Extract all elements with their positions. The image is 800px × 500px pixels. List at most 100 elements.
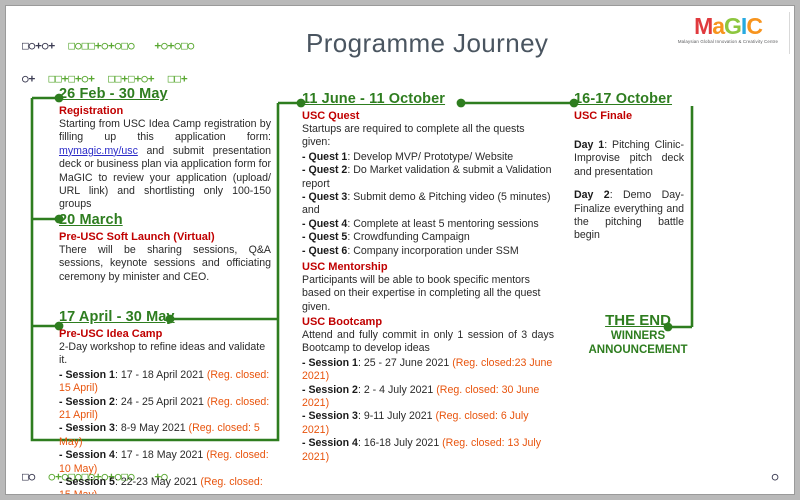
list-item-dates: : Company incorporation under SSM — [347, 244, 519, 257]
list-item: - Session 2: 2 - 4 July 2021 (Reg. close… — [302, 384, 554, 411]
list-item-label: - Session 3 — [302, 410, 358, 423]
list-item-label: - Session 4 — [302, 437, 358, 450]
node-registration: 26 Feb - 30 May Registration Starting fr… — [59, 86, 271, 212]
list-item-dates: : 2 - 4 July 2021 — [357, 383, 437, 396]
logo-divider — [789, 12, 790, 54]
list-item: - Session 4: 16-18 July 2021 (Reg. close… — [302, 437, 554, 464]
mentorship-heading: USC Mentorship — [302, 261, 388, 273]
finale-day2-text: : Demo Day- Finalize everything and the … — [574, 189, 684, 242]
list-item-label: - Session 5 — [59, 476, 115, 489]
registration-body-part1: Starting from USC Idea Camp registration… — [59, 118, 271, 144]
list-item-registration-closed: (Reg. closed: 15 May) — [59, 476, 263, 494]
list-item: - Session 1: 25 - 27 June 2021 (Reg. clo… — [302, 357, 554, 384]
soft-launch-heading: Pre-USC Soft Launch (Virtual) — [59, 231, 215, 243]
list-item-dates: : Crowdfunding Campaign — [347, 231, 470, 244]
registration-heading: Registration — [59, 105, 124, 117]
list-item-registration-closed: (Reg. closed: 15 April) — [59, 368, 270, 395]
idea-camp-intro: 2-Day workshop to refine ideas and valid… — [59, 341, 266, 367]
list-item-dates: : 16-18 July 2021 — [357, 437, 443, 450]
list-item: - Quest 5: Crowdfunding Campaign — [302, 231, 552, 244]
list-item: - Session 3: 9-11 July 2021 (Reg. closed… — [302, 410, 554, 437]
finale-spacer — [574, 179, 684, 188]
list-item-dates: : 9-11 July 2021 — [357, 410, 436, 423]
logo-letter-c: C — [746, 13, 763, 39]
logo-tagline: Malaysian Global Innovation & Creativity… — [677, 39, 779, 44]
list-item: - Quest 2: Do Market validation & submit… — [302, 164, 552, 191]
list-item-registration-closed: (Reg. closed: 6 July 2021) — [302, 410, 529, 436]
node-mentorship: USC Mentorship Participants will be able… — [302, 258, 552, 314]
list-item-label: - Quest 2 — [302, 164, 348, 177]
list-item-label: - Quest 3 — [302, 191, 348, 204]
list-item-registration-closed: (Reg. closed: 21 April) — [59, 395, 270, 422]
the-end-title: THE END — [605, 312, 671, 329]
idea-camp-session-list: - Session 1: 17 - 18 April 2021 (Reg. cl… — [59, 369, 274, 494]
finale-heading: USC Finale — [574, 110, 633, 122]
list-item-label: - Quest 4 — [302, 217, 348, 230]
list-item-registration-closed: (Reg. closed:23 June 2021) — [302, 356, 553, 383]
soft-launch-body: There will be sharing sessions, Q&A sess… — [59, 244, 271, 283]
list-item: - Quest 6: Company incorporation under S… — [302, 245, 552, 258]
logo-letter-g: G — [724, 13, 742, 39]
list-item-dates: : Develop MVP/ Prototype/ Website — [347, 150, 514, 163]
list-item-label: - Quest 1 — [302, 150, 348, 163]
finale-date: 16-17 October — [574, 91, 673, 107]
node-soft-launch: 20 March Pre-USC Soft Launch (Virtual) T… — [59, 212, 271, 284]
list-item-dates: : Submit demo & Pitching video (5 minute… — [302, 191, 551, 217]
decorative-pattern-bottom-left: □○ ○+○□○□○+○+○□○ +○ ○+□□□+□+○ □□□+□+○+□□… — [22, 470, 168, 483]
list-item-registration-closed: (Reg. closed: 5 May) — [59, 422, 260, 448]
logo-letter-a: a — [712, 13, 725, 39]
list-item-label: - Session 4 — [59, 449, 115, 462]
page-title: Programme Journey — [306, 28, 549, 58]
list-item-registration-closed: (Reg. closed: 10 May) — [59, 449, 269, 475]
registration-date: 26 Feb - 30 May — [59, 86, 168, 102]
list-item-label: - Session 2 — [302, 383, 358, 396]
mentorship-body: Participants will be able to book specif… — [302, 274, 541, 313]
node-finale-days: Day 1: Pitching Clinic- Improvise pitch … — [574, 138, 684, 243]
list-item-label: - Quest 6 — [302, 244, 348, 257]
magic-logo: MaGIC Malaysian Global Innovation & Crea… — [670, 14, 786, 52]
list-item-label: - Session 1 — [302, 356, 358, 369]
bootcamp-heading: USC Bootcamp — [302, 316, 383, 328]
registration-link[interactable]: mymagic.my/usc — [59, 144, 138, 157]
list-item-dates: : 22-23 May 2021 — [114, 476, 201, 489]
quest-list: - Quest 1: Develop MVP/ Prototype/ Websi… — [302, 151, 552, 258]
list-item: - Quest 4: Complete at least 5 mentoring… — [302, 218, 552, 231]
finale-day2-label: Day 2 — [574, 189, 610, 202]
the-end-line2: ANNOUNCEMENT — [588, 344, 688, 356]
list-item-label: - Quest 5 — [302, 231, 348, 244]
decorative-pattern-bottom-right: ○ +□+ ○□○ □□ □+ — [771, 470, 779, 483]
list-item-label: - Session 1 — [59, 368, 115, 381]
list-item: - Session 4: 17 - 18 May 2021 (Reg. clos… — [59, 449, 274, 476]
slide-canvas: □○+○+ □○□□+○+○□○ +○+○□○ ○+ □□+□+○+ □□+□+… — [6, 6, 794, 494]
finale-day1: Day 1: Pitching Clinic- Improvise pitch … — [574, 139, 684, 179]
list-item: - Quest 3: Submit demo & Pitching video … — [302, 191, 552, 218]
list-item-registration-closed: (Reg. closed: 30 June 2021) — [302, 383, 540, 410]
list-item-dates: : 17 - 18 April 2021 — [114, 368, 207, 381]
the-end-line1: WINNERS — [610, 330, 666, 342]
list-item: - Session 5: 22-23 May 2021 (Reg. closed… — [59, 476, 274, 494]
quest-date: 11 June - 11 October — [302, 91, 446, 107]
decorative-pattern-top: □○+○+ □○□□+○+○□○ +○+○□○ ○+ □□+□+○+ □□+□+… — [22, 39, 195, 85]
list-item-dates: : 24 - 25 April 2021 — [114, 395, 207, 408]
soft-launch-date: 20 March — [59, 212, 123, 228]
finale-day1-text: : Pitching Clinic- Improvise pitch deck … — [574, 139, 684, 178]
timeline-connectors — [30, 93, 694, 442]
idea-camp-heading: Pre-USC Idea Camp — [59, 328, 163, 340]
registration-body: Starting from USC Idea Camp registration… — [59, 118, 271, 212]
finale-day2: Day 2: Demo Day- Finalize everything and… — [574, 189, 684, 243]
list-item: - Session 3: 8-9 May 2021 (Reg. closed: … — [59, 422, 274, 449]
list-item-dates: : 25 - 27 June 2021 — [357, 356, 453, 369]
node-the-end: THE END WINNERS ANNOUNCEMENT — [574, 312, 702, 357]
node-bootcamp: USC Bootcamp Attend and fully commit in … — [302, 313, 554, 464]
list-item-dates: : 17 - 18 May 2021 — [114, 449, 207, 462]
node-idea-camp: 17 April - 30 May Pre-USC Idea Camp 2-Da… — [59, 309, 274, 494]
logo-letter-m: M — [694, 13, 713, 39]
quest-intro: Startups are required to complete all th… — [302, 123, 525, 149]
list-item-dates: : Complete at least 5 mentoring sessions — [347, 217, 539, 230]
list-item: - Quest 1: Develop MVP/ Prototype/ Websi… — [302, 151, 552, 164]
idea-camp-date: 17 April - 30 May — [59, 309, 175, 325]
node-quest: 11 June - 11 October USC Quest Startups … — [302, 91, 552, 258]
list-item-label: - Session 3 — [59, 422, 115, 435]
list-item-dates: : Do Market validation & submit a Valida… — [302, 164, 552, 190]
logo-letter-i: I — [740, 13, 747, 39]
